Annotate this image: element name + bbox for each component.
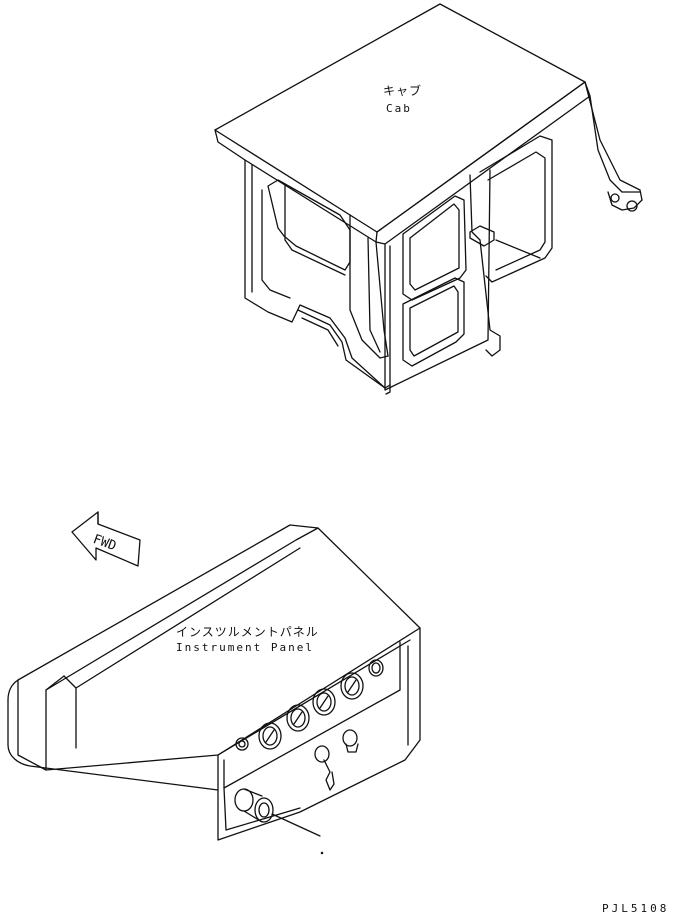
panel-front-face (217, 627, 421, 841)
gauge-cluster (258, 659, 384, 750)
panel-leader-line (271, 813, 321, 837)
cab-rear-support (584, 81, 643, 201)
cab-right-door (479, 135, 553, 283)
panel-top (17, 524, 421, 771)
cab-left-window (267, 179, 351, 271)
cab-label-jp: キャブ (383, 84, 423, 98)
fwd-arrow (71, 511, 141, 567)
instrument-panel-drawing (7, 524, 421, 855)
cab-left-wall (244, 159, 386, 389)
cab-front-window-upper (402, 195, 467, 301)
instrument-panel-label-jp: インスツルメントパネル (176, 625, 319, 639)
cab-roof-edge (214, 129, 378, 243)
instrument-panel-label-en: Instrument Panel (176, 641, 314, 654)
cab-front-window-lower (402, 277, 465, 367)
panel-knob (234, 788, 274, 823)
diagram-code: PJL5108 (602, 902, 670, 915)
cab-drawing (214, 3, 643, 395)
cab-leader-line (495, 239, 541, 259)
cab-label-en: Cab (386, 102, 412, 115)
cab-front-face (384, 169, 491, 391)
